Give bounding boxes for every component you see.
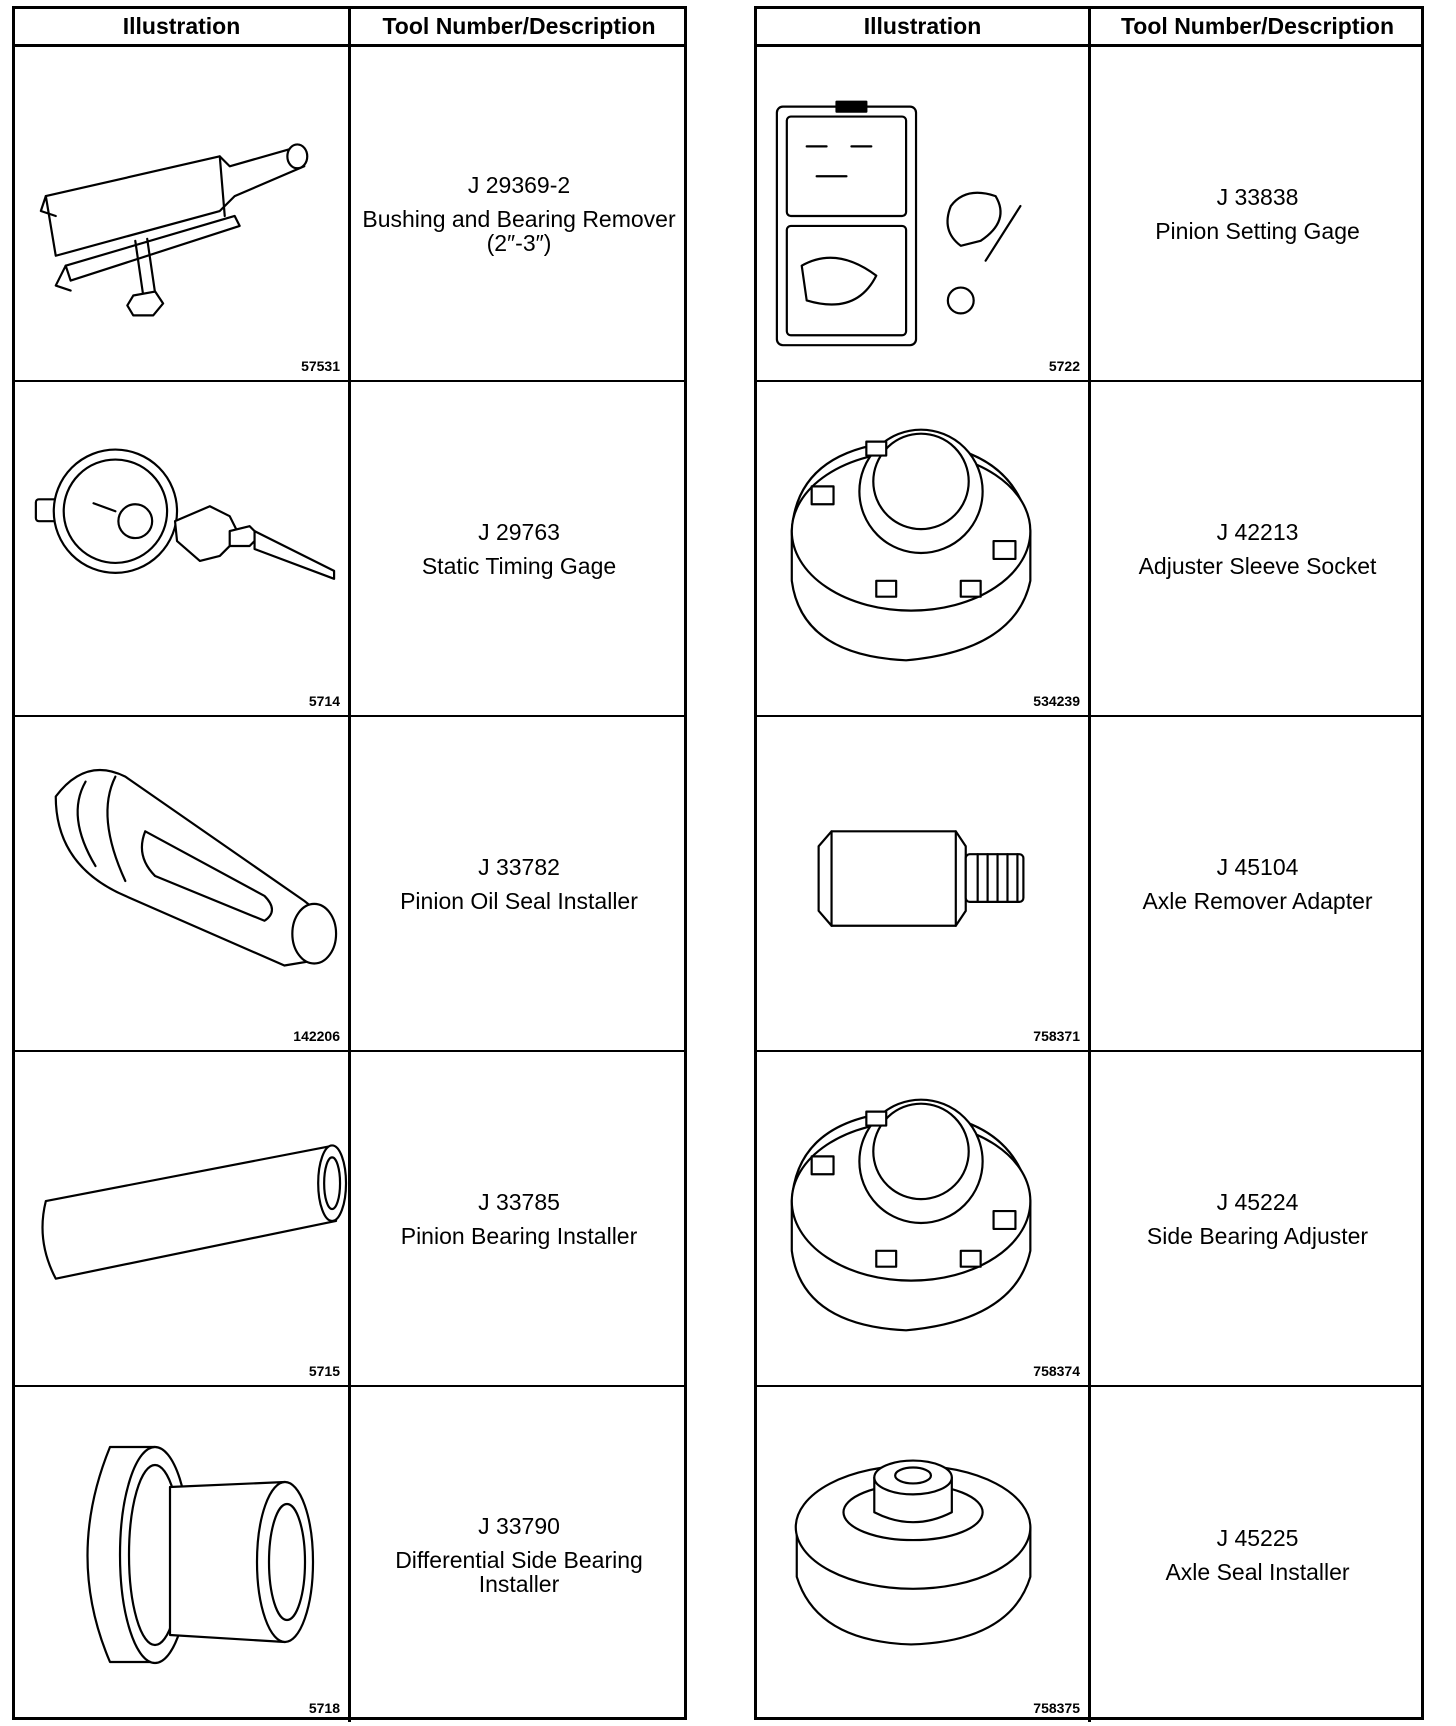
figure-number: 758371 [1033, 1028, 1080, 1044]
figure-number: 57531 [301, 358, 340, 374]
tool-description-cell: J 33785 Pinion Bearing Installer [351, 1052, 687, 1387]
tool-number: J 33782 [478, 853, 560, 880]
tool-description: Static Timing Gage [421, 552, 617, 579]
figure-number: 758375 [1033, 1700, 1080, 1716]
illustration-cell: 758375 [757, 1387, 1091, 1722]
figure-number: 142206 [293, 1028, 340, 1044]
illustration-cell: 5722 [757, 47, 1091, 382]
figure-number: 534239 [1033, 693, 1080, 709]
tool-table-left: Illustration Tool Number/Description 575… [12, 6, 687, 1722]
threaded-adapter-icon [817, 830, 1025, 927]
seal-installer-icon [54, 768, 338, 967]
figure-number: 5722 [1048, 358, 1080, 374]
tool-description-cell: J 29763 Static Timing Gage [351, 382, 687, 717]
illustration-cell: 758374 [757, 1052, 1091, 1387]
figure-number: 5718 [308, 1700, 340, 1716]
tool-description-cell: J 29369-2 Bushing and Bearing Remover (2… [351, 47, 687, 382]
tool-number: J 45225 [1216, 1524, 1299, 1551]
tool-number: J 45224 [1216, 1188, 1299, 1215]
tool-table-right: Illustration Tool Number/Description 572… [754, 6, 1424, 1722]
tool-description-cell: J 45224 Side Bearing Adjuster [1091, 1052, 1424, 1387]
tool-description-cell: J 42213 Adjuster Sleeve Socket [1091, 382, 1424, 717]
tool-description-cell: J 45104 Axle Remover Adapter [1091, 717, 1424, 1052]
tool-description-cell: J 45225 Axle Seal Installer [1091, 1387, 1424, 1722]
tool-description: Bushing and Bearing Remover (2″-3″) [362, 205, 676, 256]
tool-description: Pinion Bearing Installer [400, 1222, 638, 1249]
header-tool-description: Tool Number/Description [1091, 9, 1424, 47]
bearing-installer-icon [86, 1445, 315, 1665]
bushing-bearing-remover-icon [39, 143, 309, 317]
illustration-cell: 534239 [757, 382, 1091, 717]
illustration-cell: 5718 [15, 1387, 351, 1722]
figure-number: 758374 [1033, 1363, 1080, 1379]
illustration-cell: 142206 [15, 717, 351, 1052]
figure-number: 5715 [308, 1363, 340, 1379]
socket-icon [790, 428, 1032, 662]
seal-installer-disc-icon [794, 1459, 1032, 1646]
illustration-cell: 57531 [15, 47, 351, 382]
tool-description: Axle Remover Adapter [1142, 887, 1373, 914]
gage-kit-case-icon [775, 100, 1022, 347]
tool-number: J 33838 [1216, 183, 1299, 210]
tool-number: J 29369-2 [467, 171, 571, 198]
tube-installer-icon [41, 1144, 348, 1280]
tool-number: J 29763 [478, 518, 560, 545]
tool-description-cell: J 33838 Pinion Setting Gage [1091, 47, 1424, 382]
dial-gage-icon [34, 448, 336, 580]
tool-description: Pinion Setting Gage [1155, 217, 1360, 244]
tool-description: Adjuster Sleeve Socket [1138, 552, 1377, 579]
tool-number: J 42213 [1216, 518, 1299, 545]
illustration-cell: 758371 [757, 717, 1091, 1052]
tool-description: Axle Seal Installer [1165, 1558, 1350, 1585]
tool-description-cell: J 33782 Pinion Oil Seal Installer [351, 717, 687, 1052]
illustration-cell: 5714 [15, 382, 351, 717]
tool-number: J 33785 [478, 1188, 560, 1215]
figure-number: 5714 [308, 693, 340, 709]
tool-number: J 45104 [1216, 853, 1299, 880]
tool-description: Pinion Oil Seal Installer [400, 887, 638, 914]
header-tool-description: Tool Number/Description [351, 9, 687, 47]
header-illustration: Illustration [757, 9, 1091, 47]
header-illustration: Illustration [15, 9, 351, 47]
tool-number: J 33790 [478, 1512, 560, 1539]
tool-description: Side Bearing Adjuster [1146, 1222, 1369, 1249]
tool-description-cell: J 33790 Differential Side Bearing Instal… [351, 1387, 687, 1722]
illustration-cell: 5715 [15, 1052, 351, 1387]
tool-description: Differential Side Bearing Installer [395, 1546, 643, 1597]
adjuster-icon [790, 1098, 1032, 1332]
